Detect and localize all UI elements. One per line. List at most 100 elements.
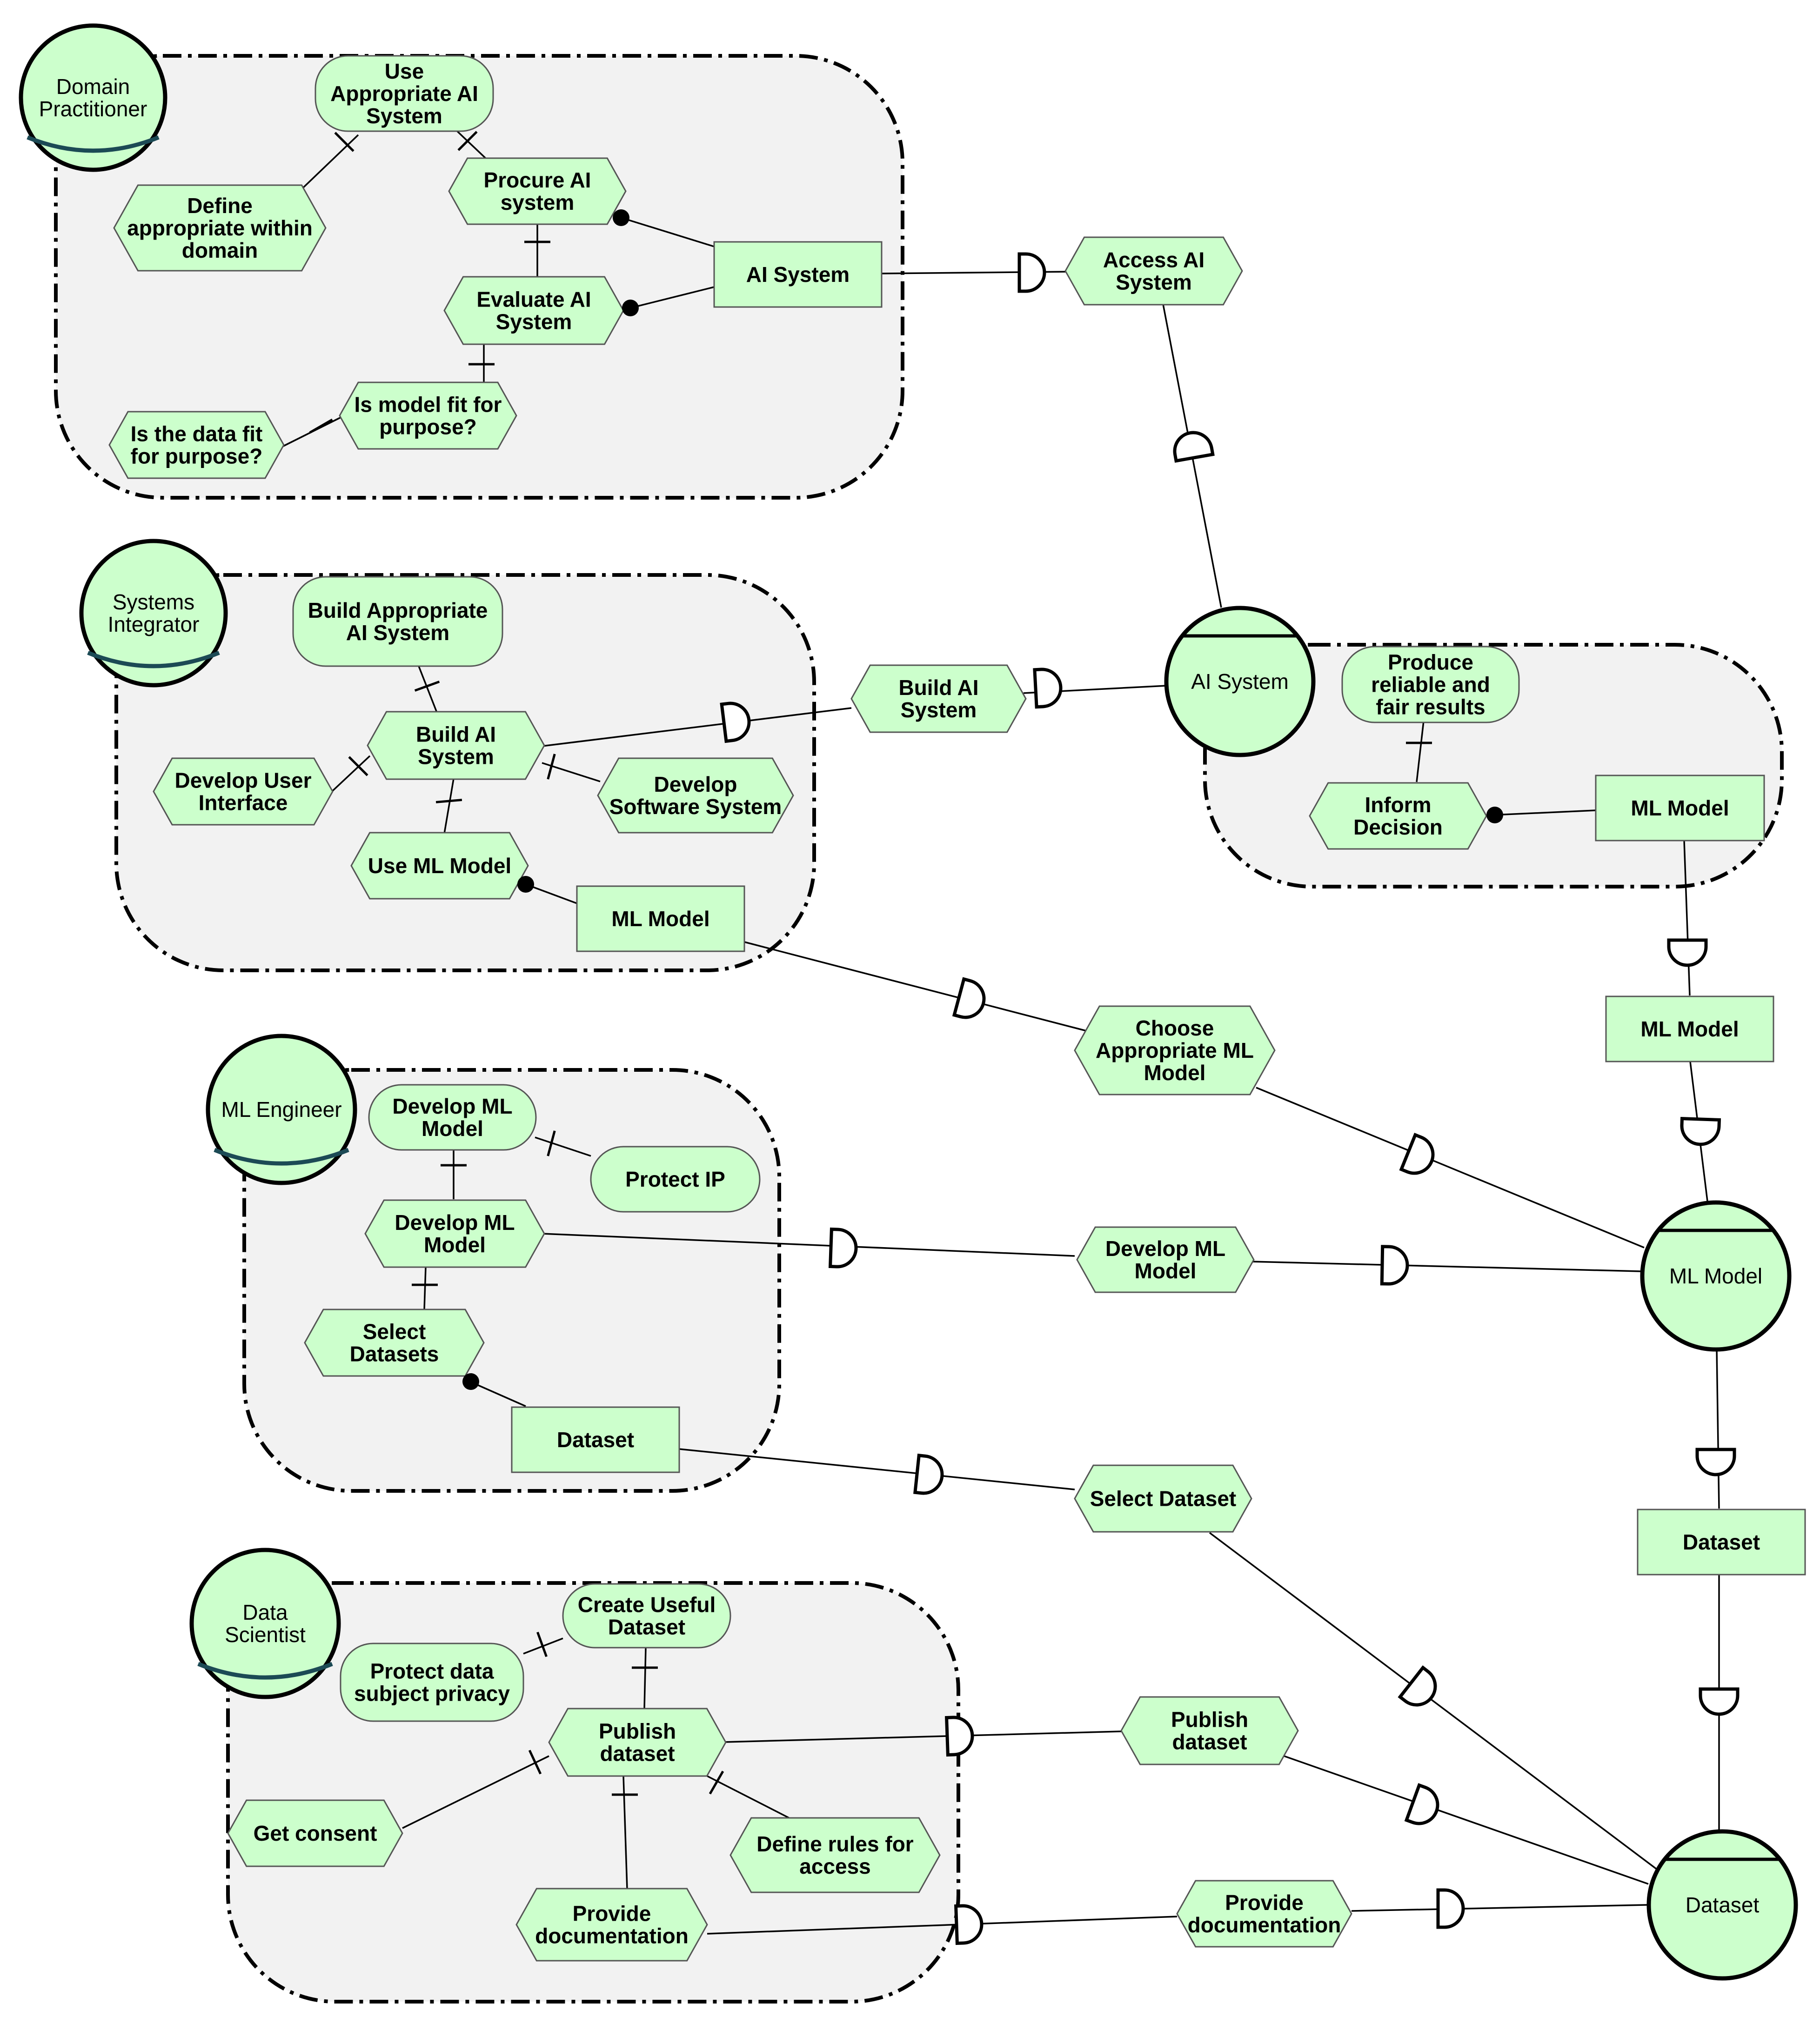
- element-label: Produce: [1388, 650, 1473, 675]
- actor-label: Scientist: [225, 1623, 306, 1647]
- actor-agent-dst[interactable]: Dataset: [1646, 1829, 1798, 1981]
- dependency-marker: [1404, 1783, 1439, 1825]
- means-end-dot: [462, 1373, 479, 1390]
- element-label: Dataset: [557, 1428, 634, 1452]
- actor-label: Dataset: [1686, 1893, 1760, 1917]
- decomposition-tick: [414, 681, 440, 692]
- element-label: Decision: [1353, 815, 1443, 839]
- element-resource-r_ml1[interactable]: ML Model: [576, 885, 745, 952]
- link-devtask-dep: [542, 1233, 1075, 1257]
- element-resource-d_ml3[interactable]: ML Model: [1605, 995, 1774, 1062]
- actor-label: Domain: [56, 74, 130, 99]
- link-mlagent-ds2: [1716, 1349, 1720, 1509]
- element-label: Model: [1144, 1061, 1206, 1085]
- element-label: Publish: [1171, 1708, 1248, 1732]
- link-build-dep: [542, 707, 852, 747]
- element-label: documentation: [535, 1924, 689, 1948]
- element-task-d_selds[interactable]: Select Dataset: [1074, 1464, 1252, 1533]
- element-resource-r_ds1[interactable]: Dataset: [511, 1406, 680, 1473]
- element-label: Define rules for: [756, 1832, 914, 1856]
- element-label: dataset: [600, 1742, 675, 1766]
- element-label: System: [496, 310, 572, 334]
- actor-label: Data: [242, 1600, 288, 1624]
- element-label: Is the data fit: [131, 422, 263, 446]
- link-ml2-ml3: [1683, 840, 1691, 996]
- actor-label: Systems: [113, 590, 194, 614]
- means-end-dot: [1486, 807, 1503, 823]
- dependency-marker: [1680, 1116, 1721, 1146]
- link-dataset-select: [469, 1381, 526, 1407]
- dependency-marker: [1380, 1245, 1409, 1286]
- element-label: fair results: [1376, 695, 1485, 719]
- element-label: Provide: [573, 1902, 651, 1926]
- element-label: dataset: [1172, 1730, 1247, 1754]
- actor-label: Integrator: [108, 612, 200, 636]
- element-task-t_useml[interactable]: Use ML Model: [350, 832, 529, 900]
- decomposition-tick: [547, 754, 556, 780]
- dependency-marker: [1033, 668, 1063, 709]
- element-goal-g_ip[interactable]: Protect IP: [590, 1146, 761, 1213]
- element-label: Develop ML: [395, 1210, 515, 1235]
- link-devtask-select: [423, 1267, 427, 1310]
- element-label: for purpose?: [131, 444, 263, 468]
- link-docdep-agent: [1351, 1904, 1647, 1912]
- element-label: ML Model: [1640, 1017, 1739, 1041]
- decomposition-tick: [528, 1750, 542, 1775]
- element-label: Model: [422, 1116, 483, 1141]
- element-resource-r_ml2[interactable]: ML Model: [1595, 775, 1765, 842]
- actor-label: AI System: [1191, 669, 1289, 694]
- link-buildgoal-build: [418, 666, 438, 714]
- actor-agent-mlm[interactable]: ML Model: [1640, 1200, 1792, 1352]
- means-end-dot: [517, 876, 534, 893]
- dependency-marker: [1699, 1687, 1740, 1716]
- element-label: purpose?: [379, 415, 477, 439]
- element-label: Create Useful: [578, 1593, 716, 1617]
- link-aisystem-procure: [621, 217, 715, 247]
- actor-label: Practitioner: [39, 97, 147, 121]
- element-label: Access AI: [1103, 248, 1204, 272]
- element-resource-r_ds2[interactable]: Dataset: [1637, 1509, 1806, 1576]
- decomposition-tick: [309, 418, 333, 434]
- dependency-marker: [1173, 431, 1215, 463]
- link-pubdep-agent: [1284, 1755, 1649, 1885]
- element-label: Define: [187, 194, 253, 218]
- element-label: Use: [385, 59, 424, 83]
- decomposition-tick: [435, 799, 462, 803]
- element-resource-r_ais1[interactable]: AI System: [713, 241, 883, 308]
- link-pub-rules: [707, 1775, 791, 1820]
- actor-role-mle[interactable]: ML Engineer: [206, 1034, 357, 1185]
- actor-agent-ais[interactable]: AI System: [1164, 606, 1316, 757]
- decomposition-tick: [536, 1631, 548, 1657]
- actor-label: ML Engineer: [221, 1097, 341, 1122]
- element-task-t_consent[interactable]: Get consent: [227, 1799, 403, 1867]
